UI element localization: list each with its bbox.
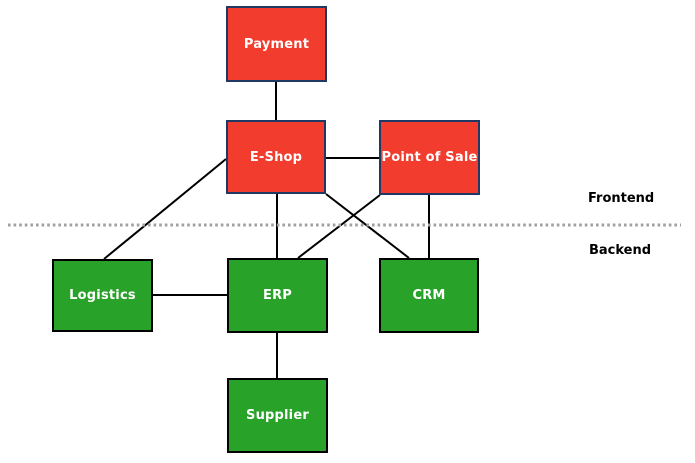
node-erp: ERP xyxy=(227,258,328,333)
node-supplier: Supplier xyxy=(227,378,328,453)
edge-eshop-logistics xyxy=(103,158,227,260)
node-point-of-sale-label: Point of Sale xyxy=(381,150,478,165)
node-payment-label: Payment xyxy=(243,36,310,52)
frontend-zone-label: Frontend xyxy=(588,191,655,206)
node-crm: CRM xyxy=(379,258,479,333)
node-eshop-label: E-Shop xyxy=(249,149,303,165)
node-supplier-label: Supplier xyxy=(246,408,309,423)
node-payment: Payment xyxy=(226,6,327,82)
node-point-of-sale: Point of Sale xyxy=(379,120,480,195)
node-eshop: E-Shop xyxy=(226,120,326,194)
node-erp-label: ERP xyxy=(262,288,293,303)
backend-zone-label: Backend xyxy=(589,243,652,258)
node-crm-label: CRM xyxy=(412,288,446,303)
node-logistics-label: Logistics xyxy=(69,288,136,303)
node-logistics: Logistics xyxy=(52,259,153,332)
